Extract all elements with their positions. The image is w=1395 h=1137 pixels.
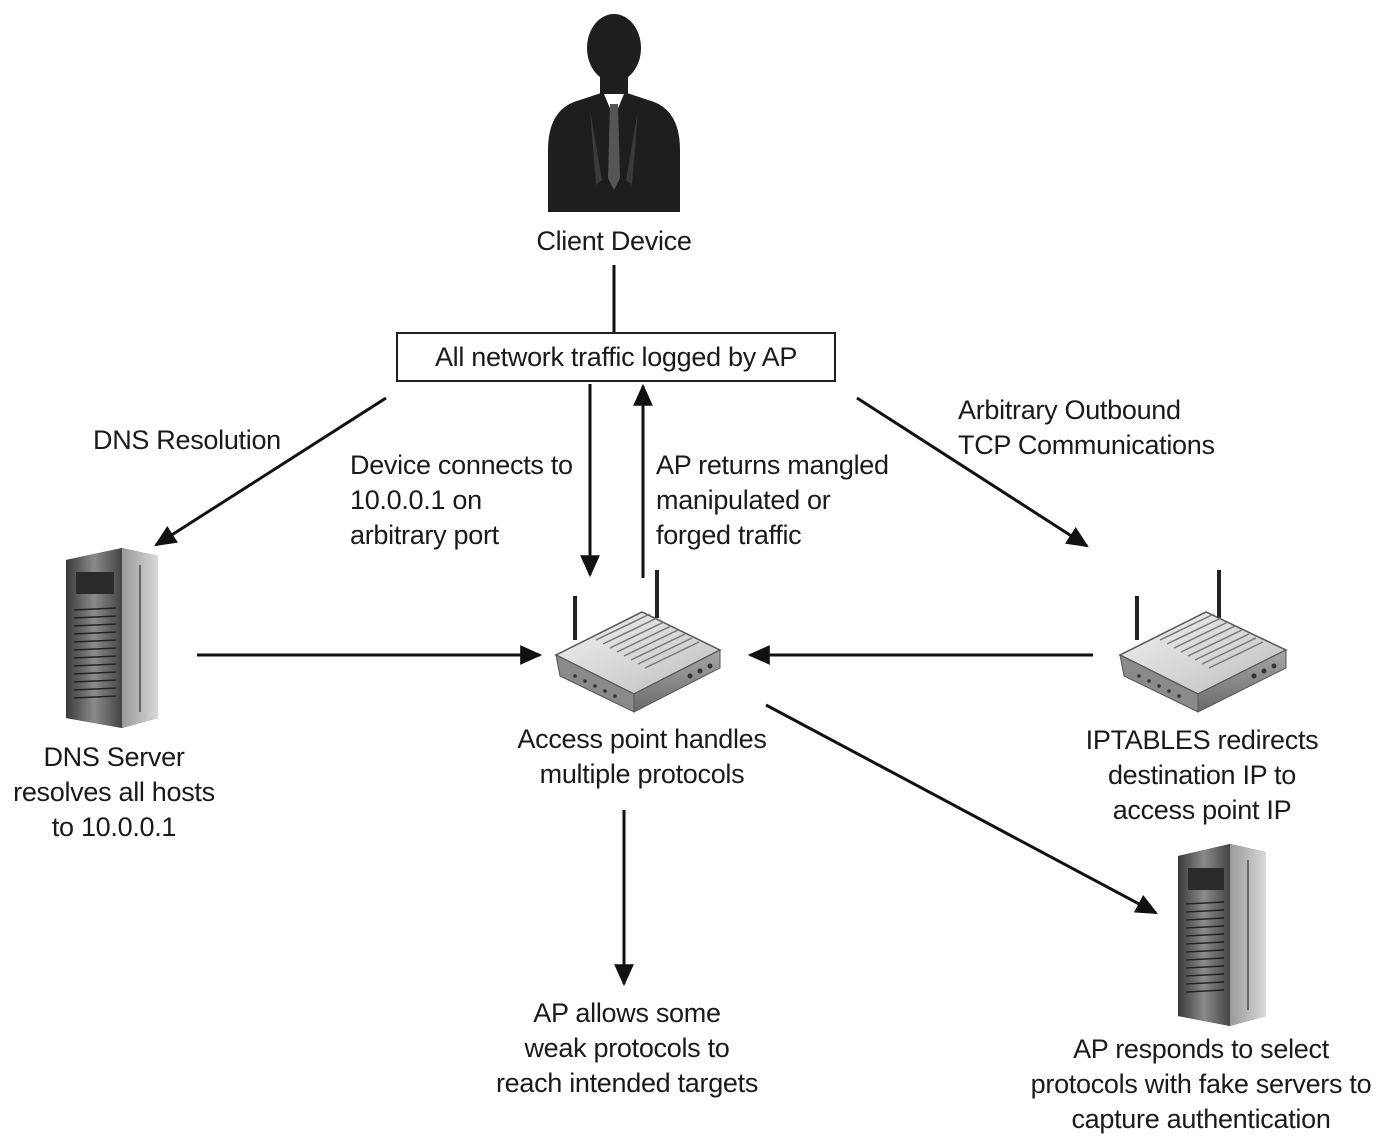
- dns-server-icon: [66, 548, 158, 728]
- fake-servers-line: AP responds to select: [1073, 1034, 1329, 1064]
- dns-server-label: DNS Server resolves all hosts to 10.0.0.…: [4, 740, 224, 845]
- iptables-line: IPTABLES redirects: [1085, 725, 1319, 755]
- log-box: All network traffic logged by AP: [396, 332, 836, 382]
- outbound-tcp-line: Arbitrary Outbound: [958, 395, 1181, 425]
- fake-servers-line: capture authentication: [1071, 1104, 1331, 1134]
- outbound-tcp-line: TCP Communications: [958, 430, 1215, 460]
- device-connects-line: Device connects to: [350, 450, 573, 480]
- dns-server-line: resolves all hosts: [13, 777, 215, 807]
- iptables-router-icon: [1118, 570, 1288, 713]
- iptables-label: IPTABLES redirects destination IP to acc…: [1062, 723, 1342, 828]
- ap-returns-label: AP returns mangled manipulated or forged…: [656, 448, 889, 553]
- fake-server-icon: [1178, 844, 1266, 1026]
- ap-returns-line: AP returns mangled: [656, 450, 889, 480]
- access-point-icon: [554, 570, 722, 713]
- client-person-icon: [548, 14, 680, 212]
- weak-protocols-line: AP allows some: [533, 998, 721, 1028]
- device-connects-line: 10.0.0.1 on: [350, 485, 482, 515]
- client-device-label: Client Device: [536, 226, 692, 256]
- iptables-line: access point IP: [1112, 795, 1292, 825]
- ap-to-fake-server-arrow: [765, 703, 1158, 915]
- dns-resolution-label: DNS Resolution: [93, 425, 281, 455]
- iptables-line: destination IP to: [1107, 760, 1297, 790]
- weak-protocols-line: reach intended targets: [495, 1068, 759, 1098]
- dns-resolution-arrow: [154, 396, 387, 547]
- weak-protocols-label: AP allows some weak protocols to reach i…: [472, 996, 782, 1101]
- dns-server-line: to 10.0.0.1: [51, 812, 177, 842]
- dns-server-line: DNS Server: [43, 742, 185, 772]
- outbound-tcp-arrow: [856, 396, 1089, 548]
- access-point-line: multiple protocols: [539, 759, 745, 789]
- ap-returns-line: manipulated or: [656, 485, 831, 515]
- fake-servers-label: AP responds to select protocols with fak…: [1016, 1032, 1386, 1137]
- device-connects-line: arbitrary port: [350, 520, 499, 550]
- connections: [154, 265, 1158, 987]
- access-point-line: Access point handles: [517, 724, 767, 754]
- device-connects-label: Device connects to 10.0.0.1 on arbitrary…: [350, 448, 573, 553]
- ap-returns-line: forged traffic: [656, 520, 802, 550]
- outbound-tcp-label: Arbitrary Outbound TCP Communications: [958, 393, 1215, 463]
- access-point-label: Access point handles multiple protocols: [487, 722, 797, 792]
- fake-servers-line: protocols with fake servers to: [1030, 1069, 1372, 1099]
- weak-protocols-line: weak protocols to: [524, 1033, 730, 1063]
